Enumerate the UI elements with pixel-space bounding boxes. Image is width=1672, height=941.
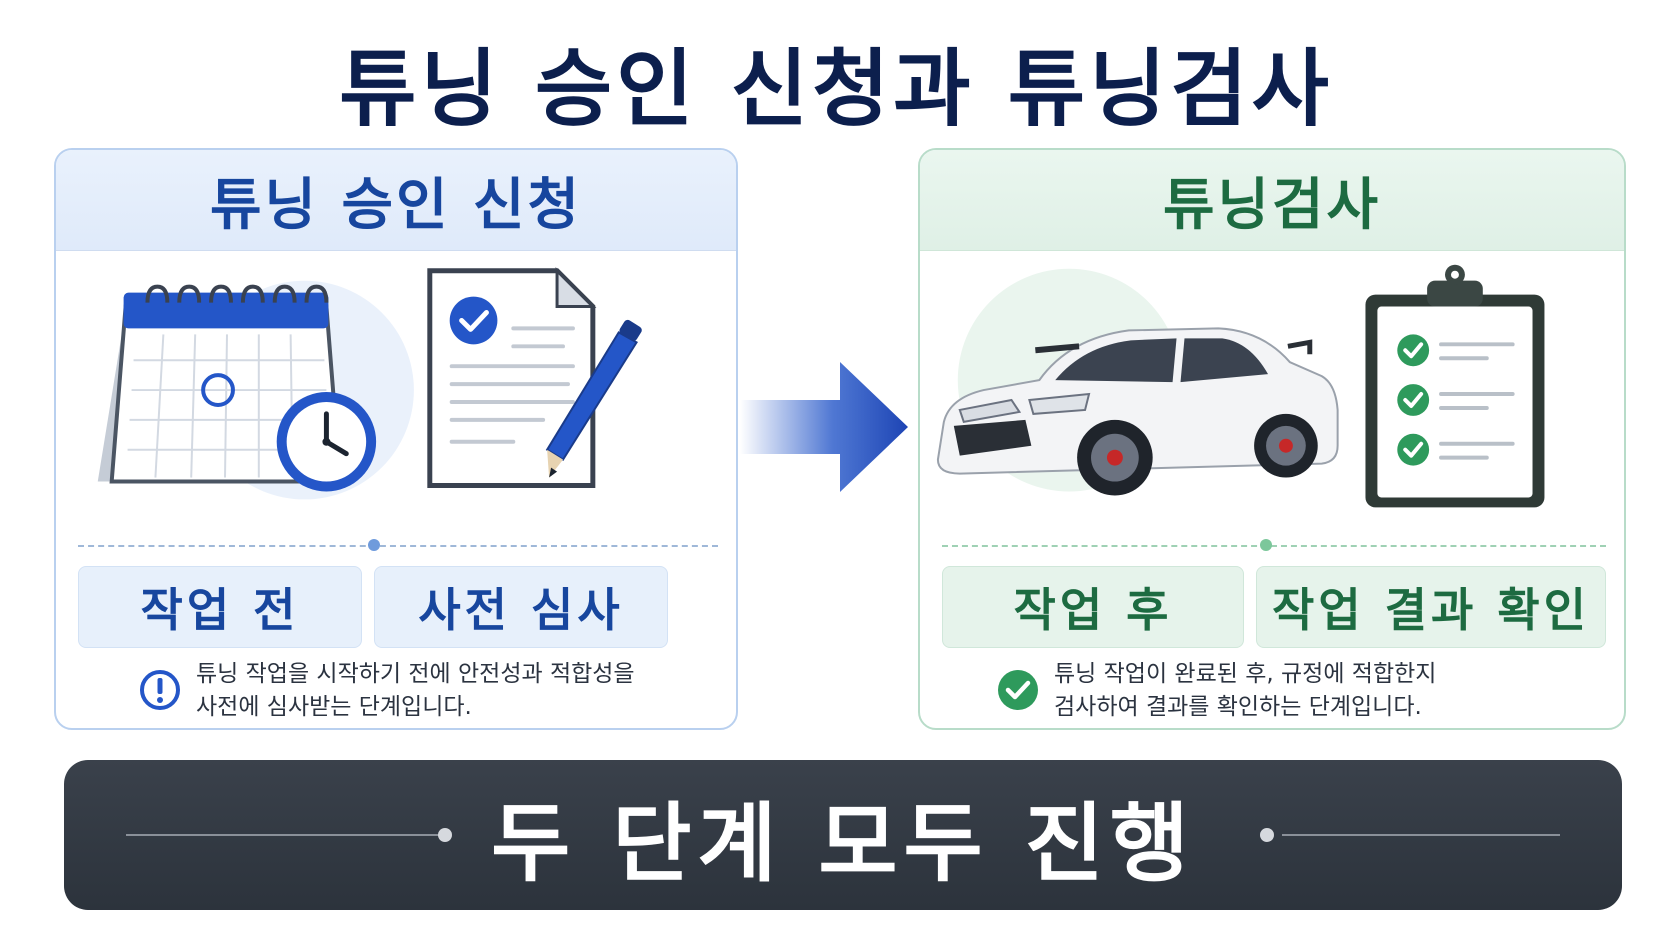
pen-icon [545, 319, 642, 478]
clipboard-checklist-icon [1365, 264, 1545, 508]
bottom-banner-text: 두 단계 모두 진행 [491, 793, 1195, 894]
tuning-inspection-panel: 튜닝검사 [918, 148, 1626, 730]
exclamation-icon [140, 670, 180, 710]
chip-after-work: 작업 후 [942, 566, 1244, 648]
inspection-note-line-2: 검사하여 결과를 확인하는 단계입니다. [1054, 694, 1422, 720]
approval-application-panel: 튜닝 승인 신청 [54, 148, 738, 730]
approval-note-line-1: 튜닝 작업을 시작하기 전에 안전성과 적합성을 [196, 661, 635, 687]
banner-line-left [126, 834, 440, 836]
inspection-divider-dot [1260, 539, 1272, 551]
car-icon [936, 327, 1339, 496]
page-title: 튜닝 승인 신청과 튜닝검사 [339, 40, 1333, 138]
banner-dot-right [1260, 828, 1274, 842]
approval-note-text: 튜닝 작업을 시작하기 전에 안전성과 적합성을 사전에 심사받는 단계입니다. [196, 658, 635, 724]
banner-line-right [1282, 834, 1560, 836]
inspection-note-line-1: 튜닝 작업이 완료된 후, 규정에 적합한지 [1054, 661, 1437, 687]
document-check-icon [427, 267, 597, 488]
arrow-right-icon [740, 362, 908, 492]
approval-divider [78, 545, 718, 547]
chip-result-check: 작업 결과 확인 [1256, 566, 1606, 648]
inspection-note-text: 튜닝 작업이 완료된 후, 규정에 적합한지 검사하여 결과를 확인하는 단계입… [1054, 658, 1436, 724]
inspection-divider [942, 545, 1606, 547]
banner-dot-left [438, 828, 452, 842]
approval-divider-dot [368, 539, 380, 551]
approval-note: 튜닝 작업을 시작하기 전에 안전성과 적합성을 사전에 심사받는 단계입니다. [138, 658, 635, 724]
check-circle-icon [998, 670, 1038, 710]
inspection-panel-header: 튜닝검사 [920, 150, 1624, 251]
clock-icon [276, 392, 377, 492]
inspection-illustration [936, 264, 1545, 508]
inspection-note: 튜닝 작업이 완료된 후, 규정에 적합한지 검사하여 결과를 확인하는 단계입… [996, 658, 1436, 724]
chip-pre-review: 사전 심사 [374, 566, 668, 648]
approval-illustration [97, 267, 642, 500]
chip-before-work: 작업 전 [78, 566, 362, 648]
bottom-banner: 두 단계 모두 진행 [64, 760, 1622, 910]
approval-note-line-2: 사전에 심사받는 단계입니다. [196, 694, 472, 720]
approval-panel-header: 튜닝 승인 신청 [56, 150, 736, 251]
